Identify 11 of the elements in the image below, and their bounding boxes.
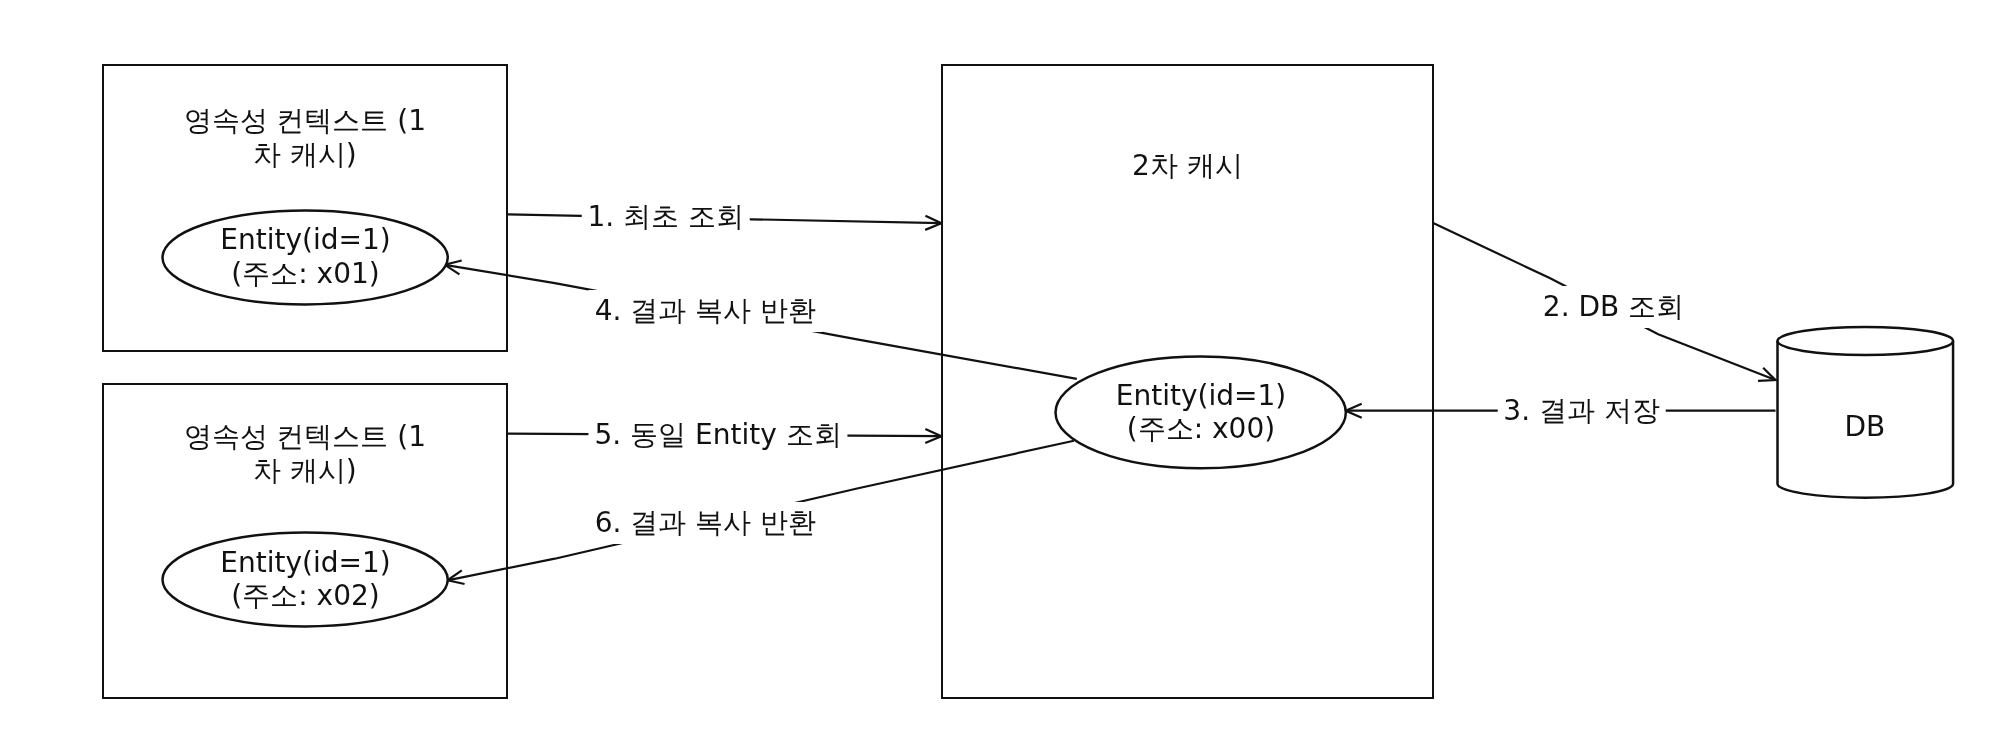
node-label: 영속성 컨텍스트 (1차 캐시) bbox=[182, 104, 428, 172]
context-box bbox=[102, 63, 508, 352]
cache-box bbox=[941, 63, 1434, 699]
node-label: 2차 캐시 bbox=[1131, 148, 1244, 183]
edge-label: 4. 결과 복사 반환 bbox=[588, 290, 823, 333]
node-label: Entity(id=1) (주소: x01) bbox=[219, 223, 392, 291]
node-label: Entity(id=1) (주소: x02) bbox=[219, 546, 392, 614]
node-label: Entity(id=1) (주소: x00) bbox=[1114, 379, 1288, 447]
context-box bbox=[102, 382, 508, 699]
node-label: DB bbox=[1843, 409, 1887, 444]
node-label: 영속성 컨텍스트 (1차 캐시) bbox=[182, 420, 428, 488]
